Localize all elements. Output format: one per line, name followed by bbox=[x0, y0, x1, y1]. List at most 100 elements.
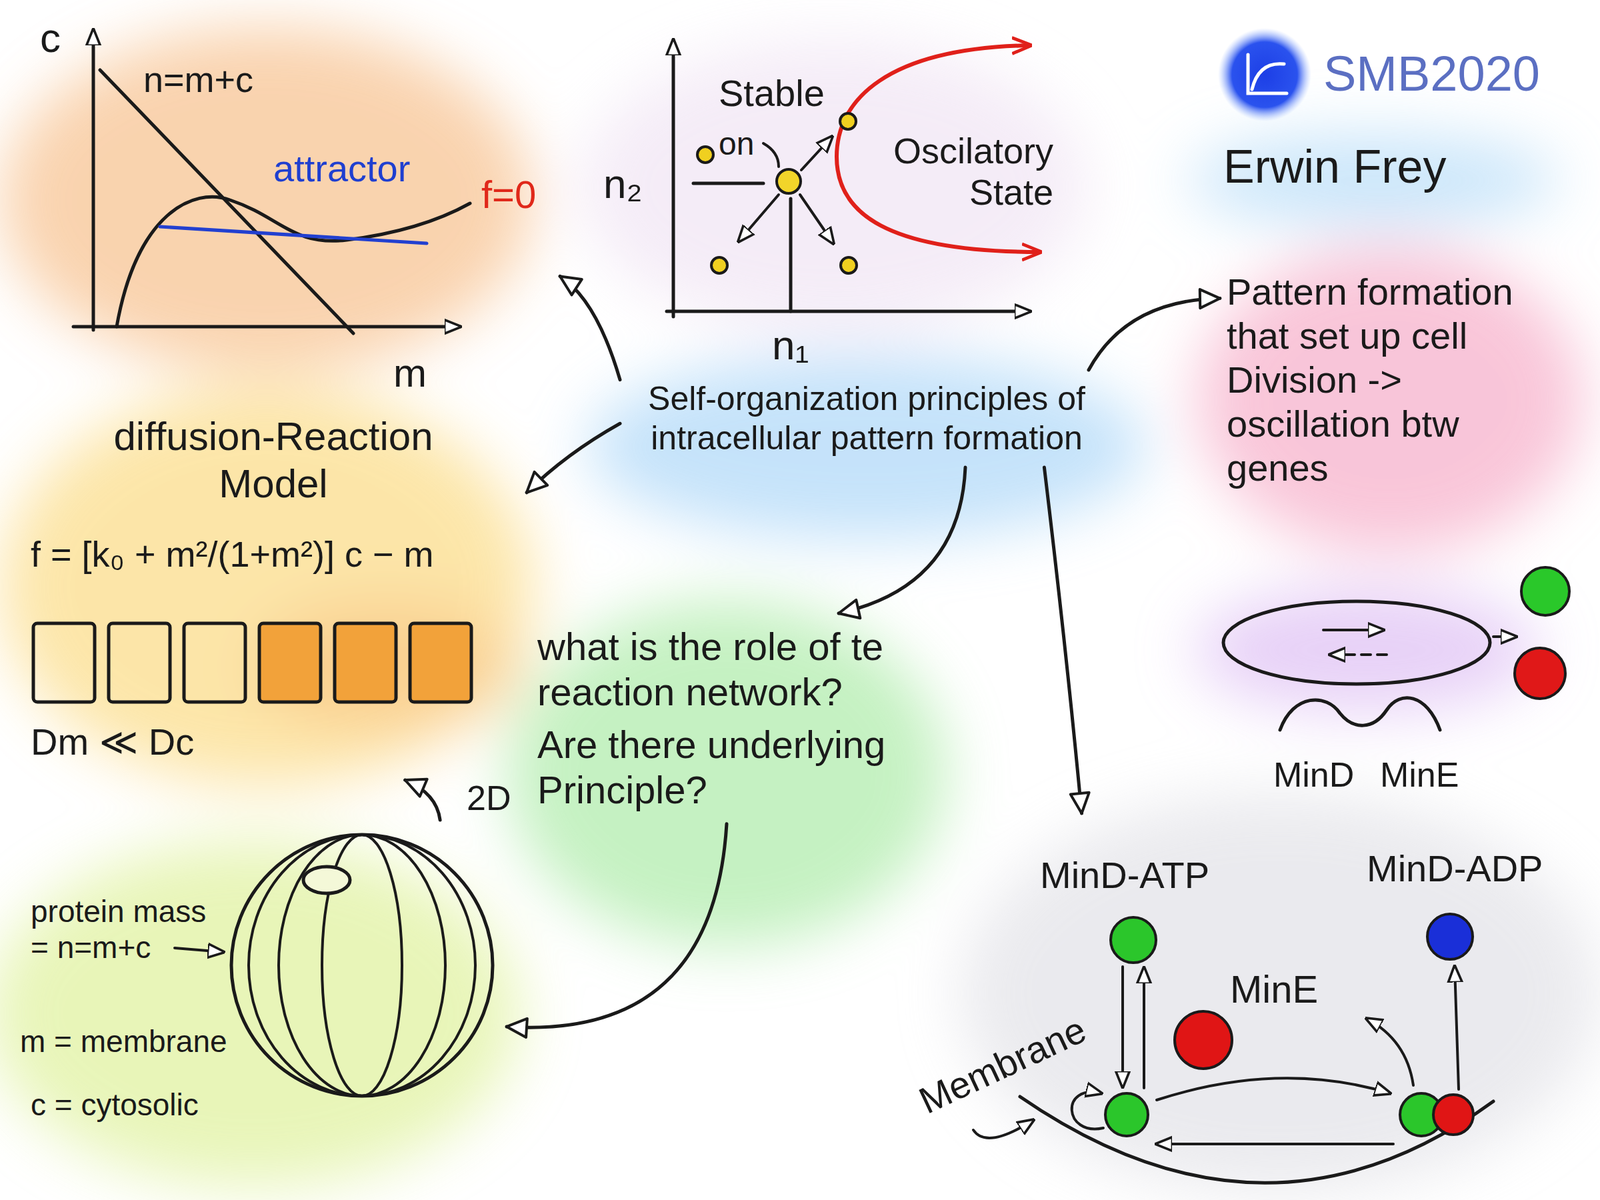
protein-label: MinD bbox=[1273, 754, 1354, 796]
orange-cloud bbox=[253, 600, 520, 734]
protein-label: MinE bbox=[1380, 754, 1459, 796]
y-axis bbox=[672, 40, 676, 317]
topic-cloud: Self-organization principles of intracel… bbox=[620, 370, 1114, 468]
meridian bbox=[362, 834, 402, 1096]
panel-heading: diffusion-Reaction Model bbox=[60, 413, 487, 508]
curve-label: attractor bbox=[273, 146, 410, 191]
fixed-point bbox=[776, 169, 801, 194]
network-panel: Membrane MinD-ATP MinD-ADP MinE bbox=[913, 813, 1587, 1197]
connector-line bbox=[506, 824, 727, 1028]
meridian bbox=[362, 834, 476, 1096]
state-label: on bbox=[718, 125, 754, 162]
flow-arrow bbox=[801, 136, 832, 170]
question-text: what is the role of te reaction network? bbox=[537, 624, 916, 716]
connector bbox=[1044, 467, 1089, 814]
protein-dot bbox=[1521, 567, 1570, 616]
protein-dot bbox=[1427, 914, 1473, 960]
cell-sphere bbox=[231, 834, 493, 1096]
flow-arrow bbox=[800, 194, 834, 244]
concentration-wave bbox=[1280, 698, 1440, 730]
connector bbox=[506, 824, 727, 1038]
state-node: MinD-ADP bbox=[1360, 846, 1567, 970]
y-axis bbox=[92, 30, 96, 330]
arrow-head bbox=[526, 472, 548, 493]
arrow-head bbox=[1200, 289, 1220, 308]
flow-arrow bbox=[1454, 966, 1459, 1090]
lilac-cloud bbox=[580, 40, 1087, 334]
arrow-head bbox=[838, 600, 860, 618]
meridian bbox=[278, 834, 362, 1096]
axis-label: n₂ bbox=[603, 160, 643, 208]
conference-name: SMB2020 bbox=[1323, 45, 1540, 102]
connector bbox=[560, 276, 620, 380]
connector-line bbox=[838, 467, 966, 614]
state-node: MinE bbox=[1173, 966, 1334, 1074]
meridian bbox=[248, 834, 362, 1096]
leader-arrow bbox=[174, 948, 224, 952]
conference-logo bbox=[1218, 28, 1312, 122]
mass-line bbox=[100, 70, 354, 334]
protein-dot bbox=[1110, 917, 1156, 963]
flow-arrow bbox=[1493, 635, 1516, 638]
flow-arrow bbox=[1156, 1078, 1390, 1100]
definition: protein mass = n=m+c bbox=[30, 893, 224, 966]
arrow-head bbox=[560, 276, 582, 295]
axis-label: m bbox=[393, 350, 427, 398]
oscillation-cell: MinD MinE bbox=[1220, 593, 1514, 800]
line-label: n=m+c bbox=[143, 58, 254, 102]
state-node: MinD-ATP bbox=[1033, 853, 1234, 970]
flow-arrow bbox=[1142, 968, 1146, 1088]
definition: m = membrane bbox=[20, 1023, 228, 1060]
flow-arrow bbox=[1323, 628, 1384, 632]
graph-panel: cn=m+cattractorf=0m bbox=[33, 13, 560, 400]
logo-icon bbox=[1248, 54, 1287, 94]
state-dot bbox=[840, 257, 857, 274]
state-label: MinD-ATP bbox=[1040, 853, 1210, 898]
connector bbox=[526, 423, 620, 493]
highlight-clouds bbox=[0, 26, 1600, 1194]
lightblue-cloud bbox=[1186, 133, 1560, 227]
note-text: Pattern formation that set up cell Divis… bbox=[1226, 270, 1560, 490]
question-cloud: what is the role of te reaction network?… bbox=[526, 613, 927, 824]
x-axis bbox=[73, 325, 460, 329]
tick-line bbox=[693, 182, 764, 186]
grid-cell bbox=[410, 623, 472, 702]
sketch-lines bbox=[33, 30, 1516, 1183]
grid-cell bbox=[108, 623, 170, 702]
flow-arrow bbox=[738, 194, 779, 242]
axis-label: n₁ bbox=[772, 321, 809, 369]
flow-arrow bbox=[1072, 1092, 1104, 1129]
state-label: MinE bbox=[1230, 966, 1318, 1012]
cell-sketch: protein mass = n=m+c m = membrane c = cyto… bbox=[13, 820, 507, 1154]
curve-label: f=0 bbox=[481, 172, 536, 218]
x-axis bbox=[666, 310, 1030, 314]
state-label: Stable bbox=[718, 72, 825, 115]
logo-disc bbox=[1218, 28, 1312, 122]
grey-cloud bbox=[960, 793, 1600, 1194]
flow-arrow bbox=[1366, 1018, 1414, 1086]
arrow-head bbox=[506, 1018, 528, 1038]
state-label: Oscilatory State bbox=[853, 130, 1054, 213]
green-cloud bbox=[506, 600, 947, 947]
yellow-cloud bbox=[0, 386, 534, 787]
nullcline bbox=[116, 196, 470, 327]
connector bbox=[838, 467, 966, 618]
purple-cloud bbox=[1193, 586, 1540, 714]
lime-cloud bbox=[0, 840, 520, 1187]
formula: f = [k₀ + m²/(1+m²)] c − m bbox=[30, 533, 434, 576]
protein-dot bbox=[1433, 1094, 1474, 1135]
flow-arrow bbox=[1121, 966, 1124, 1087]
condition: Dm ≪ Dc bbox=[30, 720, 194, 764]
connector-line bbox=[560, 276, 620, 380]
definition: c = cytosolic bbox=[30, 1086, 199, 1123]
blue-cloud bbox=[586, 353, 1147, 540]
protein-dot bbox=[1514, 648, 1566, 699]
leader-arrow bbox=[973, 1120, 1034, 1138]
flow-arrow bbox=[1330, 653, 1387, 656]
question-text: Are there underlying Principle? bbox=[537, 722, 916, 814]
connector bbox=[405, 779, 441, 820]
note-cloud: Pattern formation that set up cell Divis… bbox=[1220, 263, 1567, 497]
meridian bbox=[362, 834, 446, 1096]
membrane-label: Membrane bbox=[912, 1008, 1094, 1124]
topic-text: Self-organization principles of intracel… bbox=[629, 379, 1104, 458]
